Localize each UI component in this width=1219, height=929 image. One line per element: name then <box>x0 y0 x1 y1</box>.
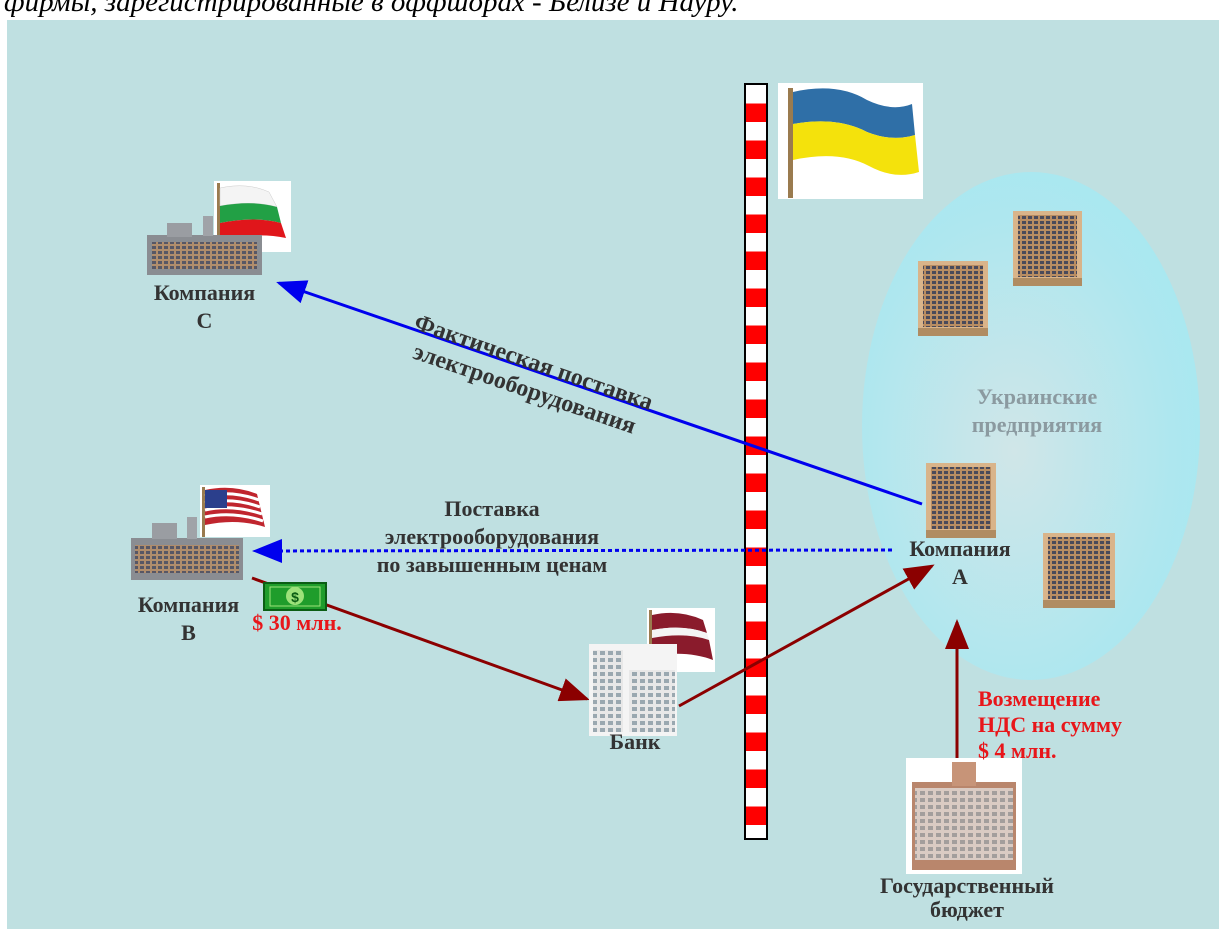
state-budget-building-icon <box>906 758 1022 874</box>
usa-flag-icon <box>200 485 270 537</box>
bank-building-icon <box>589 644 677 736</box>
ukrainian-building-icon-3 <box>1043 533 1115 608</box>
money-sign: $ <box>291 589 299 605</box>
actual-supply-arrow <box>276 280 923 506</box>
amount-30-label: $ 30 млн. <box>252 610 342 635</box>
ukraine-flag-icon <box>778 83 923 199</box>
bulgaria-flag-icon <box>214 181 291 252</box>
inflated-supply-arrow <box>252 538 893 563</box>
caption: фирмы, зарегистрированные в оффшорах - Б… <box>4 0 739 18</box>
company-b-factory-icon <box>131 517 243 580</box>
diagram-graphics: $ <box>131 83 1115 874</box>
diagram-panel: $ <box>7 20 1219 929</box>
ukrainian-building-icon-2 <box>918 261 988 336</box>
border-pole <box>744 83 768 840</box>
bank-label: Банк <box>609 729 661 754</box>
latvia-flag-icon <box>647 608 715 672</box>
money-bank-to-a-arrow <box>678 564 935 708</box>
money-bill-icon <box>263 582 327 611</box>
company-a-building-icon <box>926 463 996 538</box>
company-c-factory-icon <box>147 216 262 275</box>
ukrainian-building-icon-1 <box>1013 211 1082 286</box>
